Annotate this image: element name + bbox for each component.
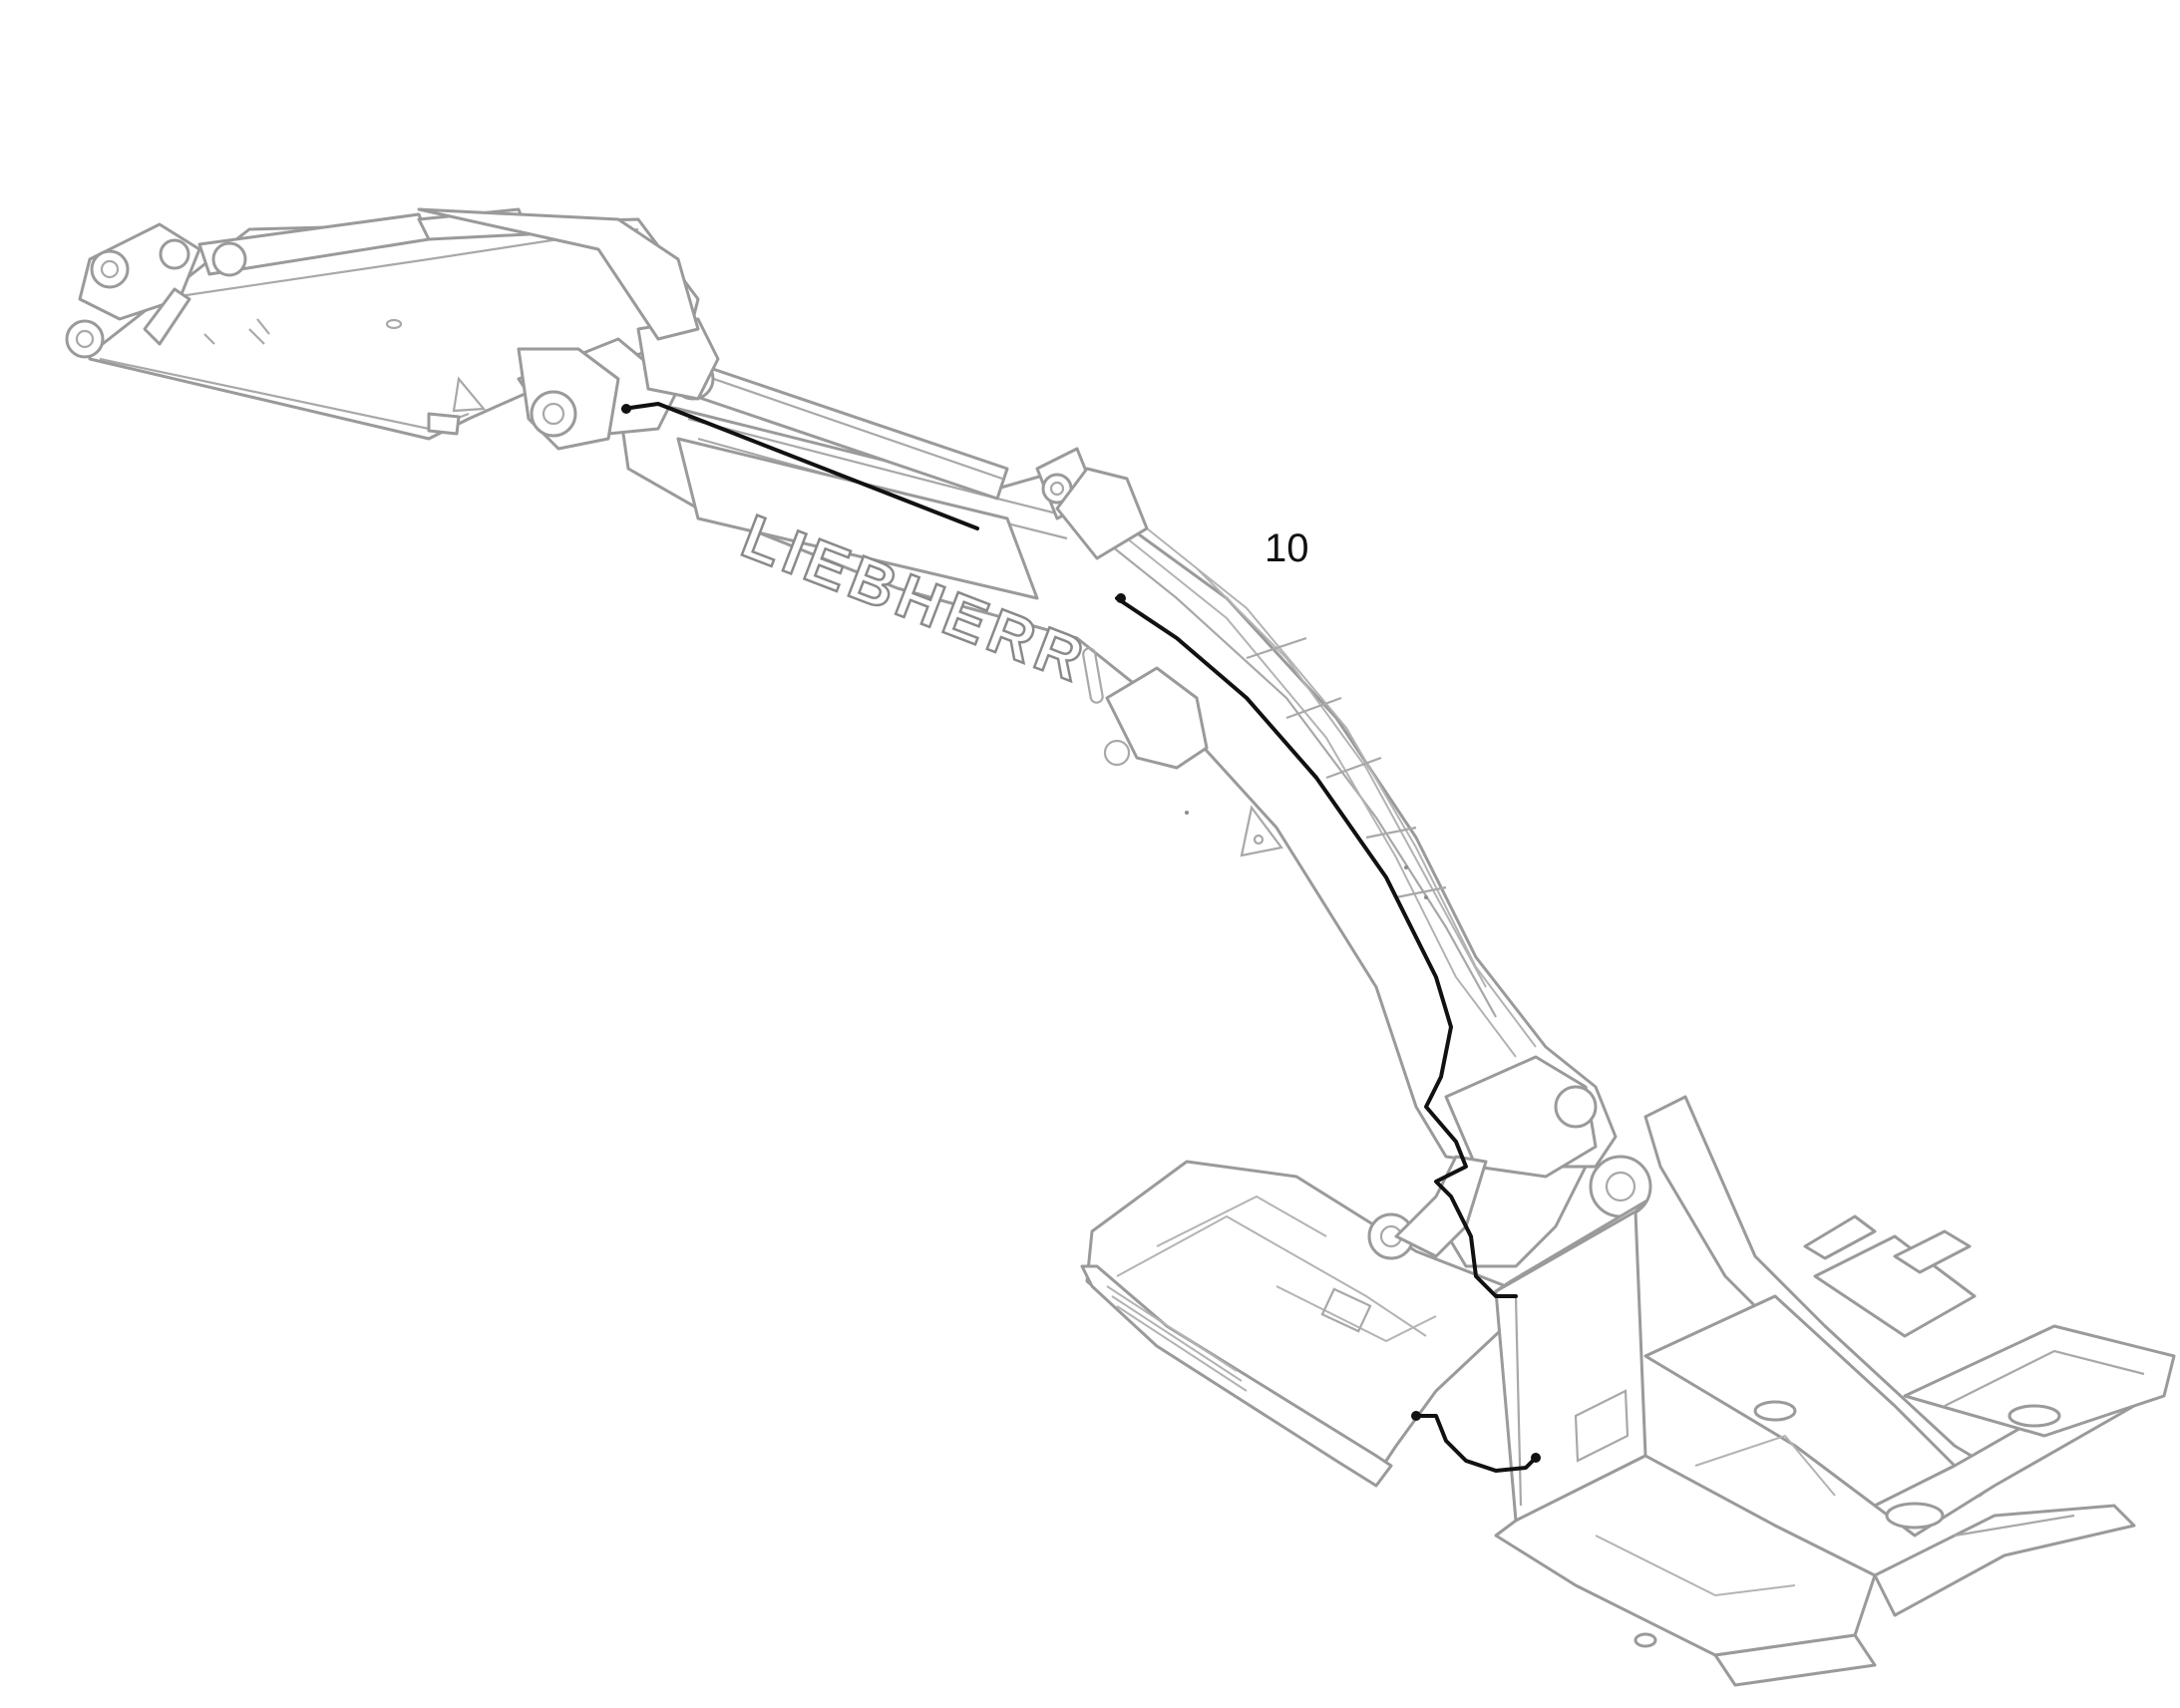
upper-carriage-frame [1080,1095,2176,1687]
cable-harness-item-10 [621,402,1541,1473]
warning-triangle-icon [1240,805,1283,857]
callout-label-10: 10 [1265,526,1309,570]
warning-triangle-icon [452,376,487,413]
stick-arm [65,207,1009,501]
